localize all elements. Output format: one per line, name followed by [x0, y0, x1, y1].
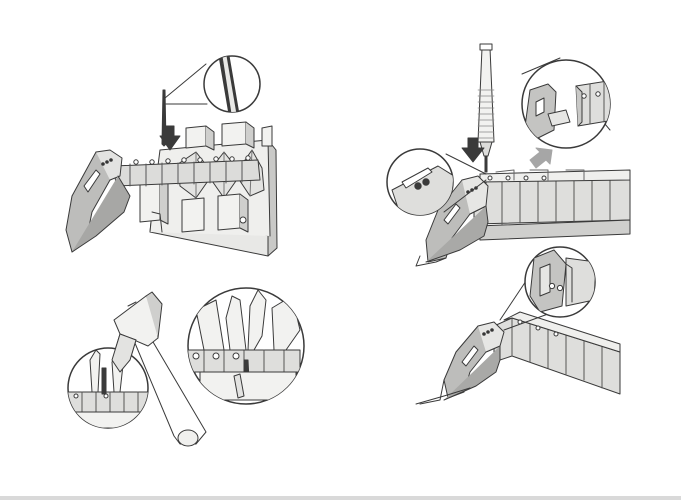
step-1-pin-removal-tool [66, 50, 277, 256]
magnifier-callout [525, 247, 596, 317]
page-bottom-rule [0, 496, 681, 500]
direction-arrow-icon [530, 148, 552, 168]
magnifier-callout [522, 60, 614, 148]
step-4-assembled-strap [416, 247, 620, 404]
holder-block [140, 122, 277, 256]
magnifier-callout [188, 288, 304, 404]
step-2-push-pin-out [387, 44, 630, 266]
strap-icon [416, 312, 620, 404]
step-3-hammer-pin [68, 288, 304, 446]
magnifier-callout [204, 50, 260, 120]
